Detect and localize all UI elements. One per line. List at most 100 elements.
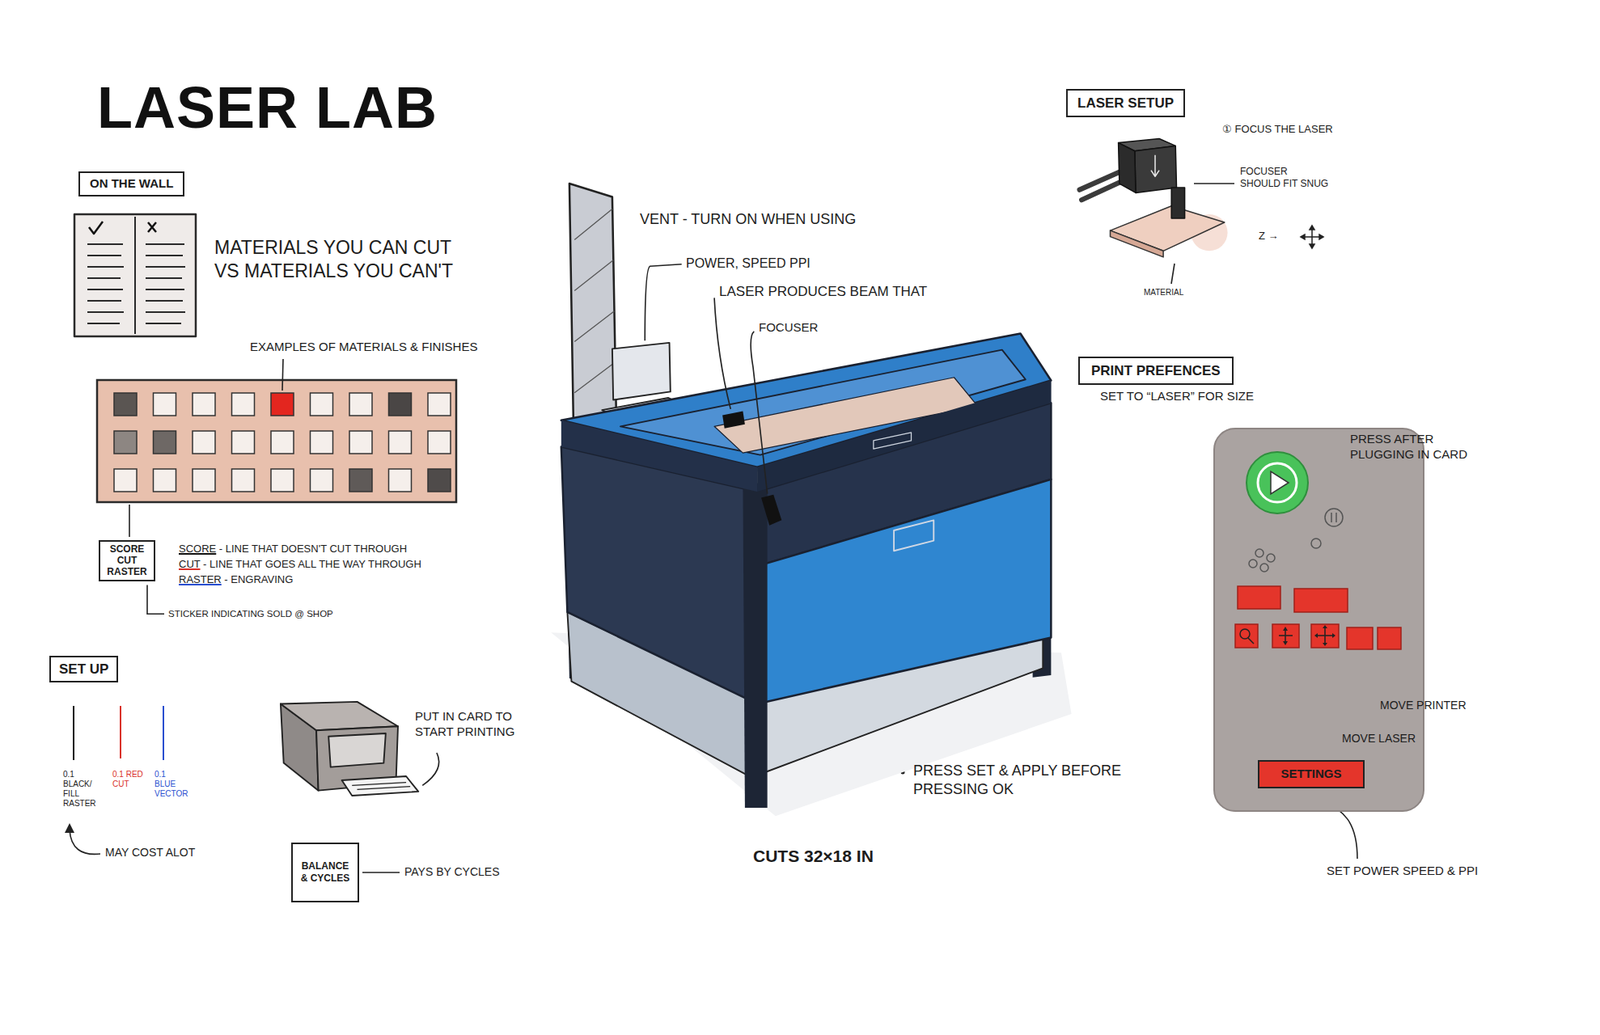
laser-head (1171, 187, 1185, 219)
card-reader (328, 733, 386, 768)
note-text: MATERIALS YOU CAN CUT VS MATERIALS YOU C… (214, 236, 467, 284)
arrow-head (64, 823, 75, 834)
definition-text: CUT - LINE THAT GOES ALL THE WAY THROUGH (178, 558, 422, 572)
control-panel (1331, 512, 1337, 523)
sample-board (97, 380, 457, 503)
vent-duct (569, 183, 617, 427)
callout-label: PAYS BY CYCLES (404, 865, 500, 881)
laser-head (1134, 145, 1177, 193)
definition-text: SCORE - LINE THAT DOESN'T CUT THROUGH (178, 542, 407, 556)
sample-board (349, 469, 373, 492)
sample-board (270, 469, 294, 492)
settings-button: SETTINGS (1257, 760, 1365, 789)
leader-line (362, 871, 400, 874)
control-panel (1322, 625, 1328, 629)
laser-cutter (561, 420, 758, 492)
laser-cutter (761, 495, 782, 526)
sample-board (153, 469, 177, 492)
laser-cutter (893, 520, 934, 551)
control-panel (1246, 452, 1308, 514)
control-panel (1324, 508, 1343, 527)
control-panel (1322, 643, 1328, 647)
vent-duct (569, 183, 617, 427)
note-text: PRESS SET & APPLY BEFORE PRESSING OK (913, 761, 1156, 799)
laser-cutter (561, 447, 758, 705)
color-line (72, 706, 75, 761)
control-panel (1257, 463, 1297, 503)
laser-head (1151, 155, 1160, 177)
laser-head (1110, 206, 1225, 252)
sample-board (192, 393, 216, 416)
wall-chart (134, 216, 136, 335)
card-reader (342, 776, 420, 796)
definition-text: RASTER - ENGRAVING (178, 573, 293, 587)
laser-cutter (620, 350, 1026, 456)
sample-board (192, 431, 216, 454)
control-panel (1248, 559, 1258, 568)
vent-duct (574, 209, 615, 394)
control-panel (1346, 627, 1373, 650)
sample-board (114, 431, 137, 454)
line-setting-label: 0.1 BLACK/ FILL RASTER (63, 770, 98, 809)
box-text: ON THE WALL (89, 176, 174, 192)
leader-line (69, 829, 101, 855)
callout-label: EXAMPLES OF MATERIALS & FINISHES (249, 339, 478, 356)
leader-line (1193, 182, 1235, 185)
control-panel (1240, 629, 1250, 640)
sample-board (349, 431, 373, 454)
control-panel (1266, 554, 1275, 563)
axis-arrows-symbol (1300, 234, 1305, 240)
callout-label: FOCUSER (758, 320, 818, 336)
callout-label: PRESS AFTER PLUGGING IN CARD (1350, 431, 1488, 463)
laser-cutter (757, 380, 1051, 493)
sample-board (232, 469, 255, 492)
sample-board (114, 393, 137, 416)
wall-chart (145, 244, 186, 324)
balance-box: BALANCE & CYCLES (291, 842, 360, 903)
note-text: SET TO “LASER” FOR SIZE (1100, 389, 1254, 405)
control-panel (1314, 633, 1318, 639)
leader-line (644, 264, 682, 342)
leader-line (422, 753, 439, 786)
heading-box: SET UP (49, 656, 119, 683)
heading-box: LASER SETUP (1066, 88, 1186, 118)
leader-line (750, 331, 768, 495)
box-text: BALANCE & CYCLES (297, 860, 353, 885)
control-panel (1248, 638, 1254, 644)
laser-head (1079, 139, 1228, 258)
step-label: ① FOCUS THE LASER (1222, 122, 1334, 136)
laser-head (1110, 230, 1165, 258)
sample-board (349, 393, 373, 416)
card-reader (280, 702, 419, 796)
sample-board (232, 431, 255, 454)
callout-label: SET POWER SPEED & PPI (1326, 863, 1478, 880)
control-panel (1282, 641, 1288, 646)
laser-cutter (873, 432, 912, 449)
control-panel (1214, 428, 1424, 812)
sample-board (427, 431, 451, 454)
callout-label: VENT - TURN ON WHEN USING (639, 210, 856, 229)
control-panel (1270, 471, 1289, 495)
sample-board (310, 393, 334, 416)
sample-board (310, 469, 334, 492)
line-setting-label: 0.1 RED CUT (112, 770, 147, 790)
control-panel (1311, 538, 1321, 549)
laser-head (1118, 143, 1136, 194)
wall-chart (87, 244, 124, 324)
sample-board (270, 431, 294, 454)
sample-board (427, 469, 451, 492)
control-panel (1272, 624, 1300, 648)
axis-arrows-symbol (1303, 228, 1321, 246)
sample-board (427, 393, 451, 416)
axis-arrows-symbol (1309, 225, 1315, 230)
line-setting-label: 0.1 BLUE VECTOR (154, 770, 189, 800)
sticker-box: SCORE CUT RASTER (98, 540, 156, 582)
heading-box: PRINT PREFENCES (1078, 356, 1234, 386)
callout-label: FOCUSER SHOULD FIT SNUG (1240, 165, 1330, 191)
color-line (162, 706, 165, 761)
sample-board (114, 469, 137, 492)
callout-label: PUT IN CARD TO START PRINTING (414, 709, 533, 741)
laptop (612, 342, 671, 401)
control-panel (1235, 624, 1258, 648)
